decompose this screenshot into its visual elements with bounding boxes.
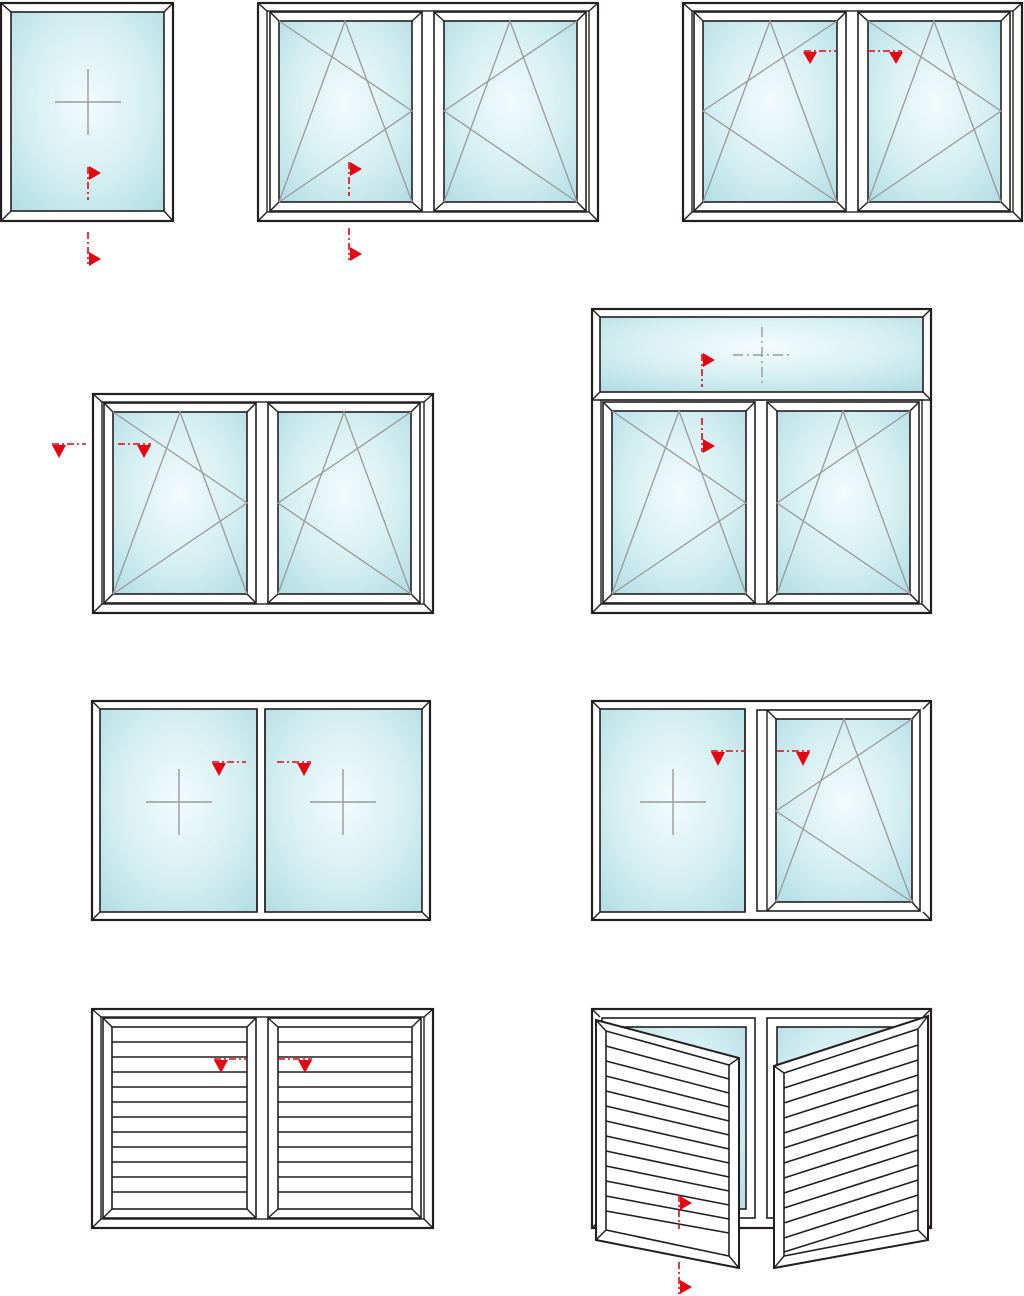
louver-slats xyxy=(605,1045,730,1234)
fixed-cross-icon xyxy=(55,69,121,135)
window-double-tilt-turn-top-handles xyxy=(681,1,1024,223)
handle-marker-icon xyxy=(803,50,903,64)
handle-marker-icon xyxy=(701,353,715,453)
louver-slats xyxy=(112,1041,412,1193)
handle-marker-icon xyxy=(52,443,151,458)
handle-marker-icon xyxy=(678,1195,692,1294)
window-fixed-single xyxy=(0,1,175,266)
fixed-cross-icon xyxy=(640,769,706,835)
handle-marker-icon xyxy=(711,750,810,766)
window-transom-with-double-tilt-turn xyxy=(590,307,933,615)
handle-marker-icon xyxy=(348,162,362,261)
handle-marker-icon xyxy=(87,166,101,266)
fixed-cross-icon xyxy=(146,769,376,835)
window-double-tilt-turn-bottom-handle xyxy=(256,1,600,261)
window-fixed-plus-tilt-turn xyxy=(590,699,933,922)
louver-slats xyxy=(783,1044,919,1253)
window-double-fixed xyxy=(90,699,432,922)
fixed-cross-icon xyxy=(733,327,790,383)
window-double-tilt-turn-side-handle xyxy=(52,392,435,615)
shutter-double-closed xyxy=(90,1007,435,1230)
shutter-double-open xyxy=(590,1007,933,1294)
handle-marker-icon xyxy=(214,1058,312,1073)
handle-marker-icon xyxy=(212,761,311,776)
